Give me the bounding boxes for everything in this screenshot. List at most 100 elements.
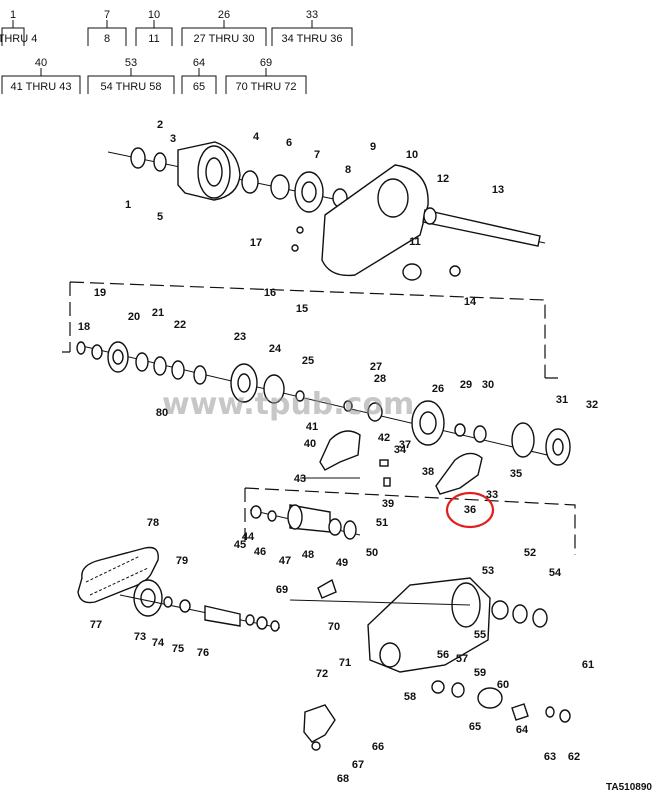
header-group-7: 78 xyxy=(87,9,127,46)
callout-24: 24 xyxy=(269,343,282,355)
callout-57: 57 xyxy=(456,653,468,665)
dashed-frame-lower xyxy=(244,487,576,555)
callout-55: 55 xyxy=(474,629,486,641)
callout-49: 49 xyxy=(336,557,348,569)
callout-33: 33 xyxy=(486,489,498,501)
highlight-circle xyxy=(445,491,495,529)
callout-16: 16 xyxy=(264,287,276,299)
header-group-number: 10 xyxy=(148,9,160,21)
header-group-53: 53 54 THRU 58 xyxy=(87,57,175,94)
callout-37: 37 xyxy=(399,439,411,451)
header-group-number: 33 xyxy=(306,9,318,21)
callout-54: 54 xyxy=(549,567,562,579)
callout-2: 2 xyxy=(157,119,163,131)
callout-9: 9 xyxy=(370,141,376,153)
header-group-range: 41 THRU 43 xyxy=(11,81,72,93)
header-group-33: 33 34 THRU 36 xyxy=(271,9,353,46)
callout-47: 47 xyxy=(279,555,291,567)
callout-36: 36 xyxy=(464,504,476,516)
callout-11: 11 xyxy=(409,236,421,248)
upper-assembly xyxy=(107,141,546,281)
header-group-1: 12 THRU 4 xyxy=(0,9,37,46)
callout-79: 79 xyxy=(176,555,188,567)
callout-67: 67 xyxy=(352,759,364,771)
header-group-number: 26 xyxy=(218,9,230,21)
callout-32: 32 xyxy=(586,399,598,411)
callout-73: 73 xyxy=(134,631,146,643)
callout-12: 12 xyxy=(437,173,449,185)
callout-7: 7 xyxy=(314,149,320,161)
callout-15: 15 xyxy=(296,303,308,315)
watermark: www.tpub.com xyxy=(162,387,414,422)
callout-76: 76 xyxy=(197,647,209,659)
callout-39: 39 xyxy=(382,498,394,510)
header-group-range: 34 THRU 36 xyxy=(282,33,343,45)
header-group-range: 70 THRU 72 xyxy=(236,81,297,93)
callout-19: 19 xyxy=(94,287,106,299)
callout-61: 61 xyxy=(582,659,594,671)
callout-23: 23 xyxy=(234,331,246,343)
callout-29: 29 xyxy=(460,379,472,391)
callout-5: 5 xyxy=(157,211,163,223)
callout-40: 40 xyxy=(304,438,316,450)
callout-27: 27 xyxy=(370,361,382,373)
header-group-number: 53 xyxy=(125,57,137,69)
callout-50: 50 xyxy=(366,547,378,559)
callout-70: 70 xyxy=(328,621,340,633)
callout-17: 17 xyxy=(250,237,262,249)
callout-30: 30 xyxy=(482,379,494,391)
callout-28: 28 xyxy=(374,373,386,385)
callout-22: 22 xyxy=(174,319,186,331)
callout-25: 25 xyxy=(302,355,314,367)
callout-26: 26 xyxy=(432,383,444,395)
middle-assembly xyxy=(76,341,571,495)
callout-60: 60 xyxy=(497,679,509,691)
callout-41: 41 xyxy=(306,421,318,433)
callout-52: 52 xyxy=(524,547,536,559)
callout-45: 45 xyxy=(234,539,246,551)
callout-66: 66 xyxy=(372,741,384,753)
callout-34: 34 xyxy=(394,444,407,456)
callout-4: 4 xyxy=(253,131,260,143)
callout-35: 35 xyxy=(510,468,522,480)
lower-assembly xyxy=(77,504,571,751)
callout-65: 65 xyxy=(469,721,481,733)
figure-id: TA510890 xyxy=(606,782,652,793)
callout-77: 77 xyxy=(90,619,102,631)
header-group-range: 54 THRU 58 xyxy=(101,81,162,93)
callout-62: 62 xyxy=(568,751,580,763)
callout-59: 59 xyxy=(474,667,486,679)
callout-68: 68 xyxy=(337,773,349,785)
header-group-range: 11 xyxy=(148,33,159,45)
callout-78: 78 xyxy=(147,517,159,529)
callout-51: 51 xyxy=(376,517,388,529)
callout-1: 1 xyxy=(125,199,131,211)
callout-72: 72 xyxy=(316,668,328,680)
callout-44: 44 xyxy=(242,531,255,543)
header-group-range: 27 THRU 30 xyxy=(194,33,255,45)
callout-64: 64 xyxy=(516,724,529,736)
callout-31: 31 xyxy=(556,394,568,406)
callout-46: 46 xyxy=(254,546,266,558)
callout-43: 43 xyxy=(294,473,306,485)
callout-63: 63 xyxy=(544,751,556,763)
callout-21: 21 xyxy=(152,307,164,319)
callout-74: 74 xyxy=(152,637,165,649)
callout-69: 69 xyxy=(276,584,288,596)
callout-42: 42 xyxy=(378,432,390,444)
header-group-26: 26 27 THRU 30 xyxy=(181,9,267,46)
header-group-number: 64 xyxy=(193,57,205,69)
callout-58: 58 xyxy=(404,691,416,703)
callout-13: 13 xyxy=(492,184,504,196)
callout-38: 38 xyxy=(422,466,434,478)
callout-48: 48 xyxy=(302,549,314,561)
callout-75: 75 xyxy=(172,643,184,655)
callout-18: 18 xyxy=(78,321,90,333)
callout-8: 8 xyxy=(345,164,351,176)
header-groups: 12 THRU 4 78 10 11 26 27 THRU 30 33 34 THRU 36 4… xyxy=(0,9,353,94)
